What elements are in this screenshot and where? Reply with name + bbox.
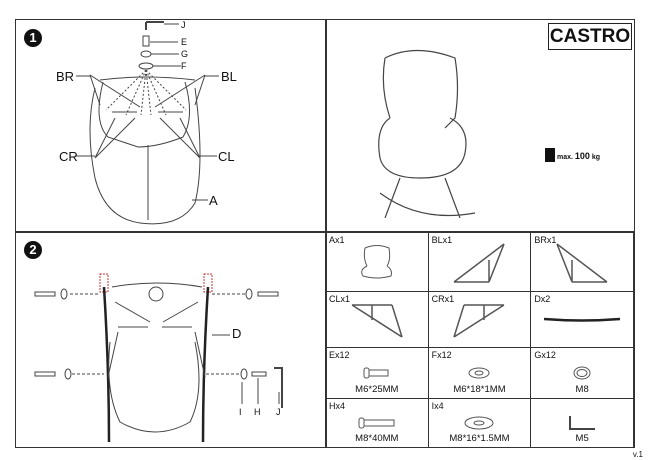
label-H: H [254, 407, 261, 417]
allen-key-icon [569, 416, 596, 430]
step-1-diagram [76, 21, 219, 225]
chair-icon [361, 245, 392, 279]
divider [15, 231, 635, 233]
label-BL: BL [221, 69, 237, 84]
washer-icon [464, 416, 494, 430]
label-CL: CL [218, 149, 235, 164]
leg-frame-icon [453, 303, 505, 338]
label-G: G [181, 49, 189, 59]
part-D: Dx2 [530, 291, 634, 348]
part-BL: BLx1 [427, 232, 532, 292]
bolt-icon [363, 367, 389, 379]
part-CR: CRx1 [427, 291, 532, 348]
washer-icon [468, 367, 490, 379]
label-E: E [181, 37, 188, 47]
label-I: I [239, 407, 242, 417]
part-BR: BRx1 [530, 232, 634, 292]
part-J: M5 [530, 398, 634, 448]
label-J: J [276, 407, 281, 417]
step-1-badge: 1 [24, 29, 42, 47]
step-2-badge: 2 [24, 241, 42, 259]
label-A: A [209, 193, 218, 208]
part-A: Ax1 [325, 232, 429, 292]
part-CL: CLx1 [325, 291, 429, 348]
label-J: J [181, 20, 186, 30]
weight-icon [545, 148, 555, 162]
spring-washer-icon [573, 366, 591, 380]
step-2-diagram [34, 273, 283, 443]
leg-frame-icon [454, 242, 506, 283]
leg-frame-icon [556, 242, 608, 283]
chair-illustration [378, 49, 476, 218]
label-F: F [181, 61, 187, 71]
version-label: v.1 [632, 450, 643, 459]
label-BR: BR [56, 69, 75, 84]
label-D: D [232, 326, 242, 341]
rocker-rail-icon [544, 317, 621, 322]
leg-frame-icon [351, 303, 403, 338]
bolt-icon [358, 417, 395, 429]
max-load: max. 100 kg [557, 151, 601, 161]
product-title: CASTRO [548, 23, 632, 50]
label-CR: CR [59, 149, 78, 164]
